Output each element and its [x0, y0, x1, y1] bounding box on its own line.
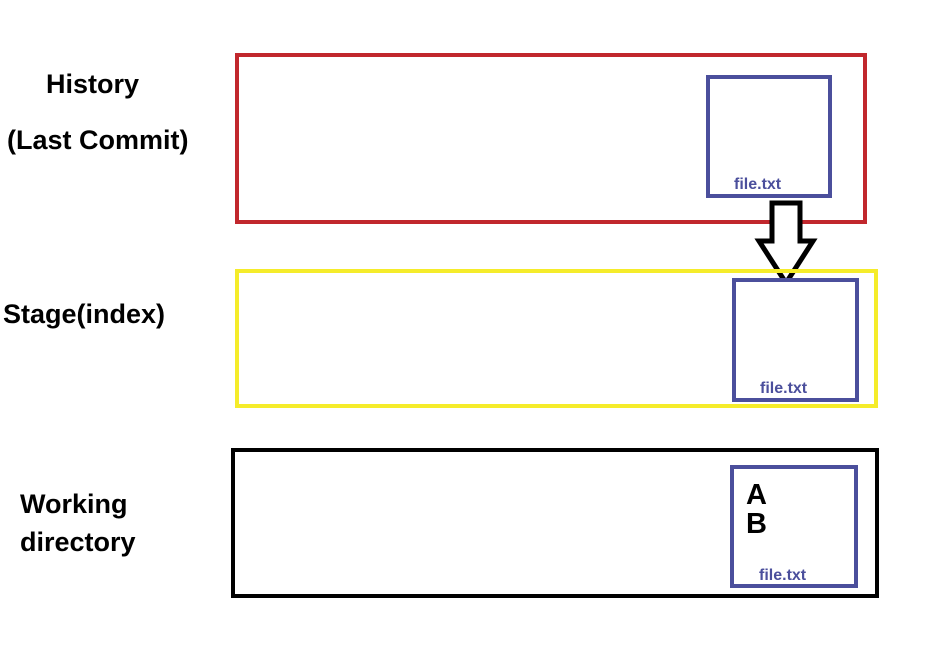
last-commit-label: (Last Commit) — [7, 125, 189, 155]
working-label: Working — [20, 489, 128, 519]
working-file-content: A B — [746, 481, 767, 539]
history-area — [235, 53, 867, 224]
file-line-a: A — [746, 479, 767, 511]
stage-label: Stage(index) — [3, 299, 166, 329]
stage-file-box: file.txt — [732, 278, 859, 402]
down-arrow-icon — [754, 200, 818, 288]
working-directory-area — [231, 448, 879, 598]
history-file-box: file.txt — [706, 75, 832, 198]
working-file-name: file.txt — [759, 567, 807, 584]
history-file-name: file.txt — [734, 176, 782, 193]
working-file-box: A B file.txt — [730, 465, 858, 588]
history-label: History — [46, 69, 140, 99]
directory-label: directory — [20, 527, 136, 557]
stage-file-name: file.txt — [760, 380, 808, 397]
file-line-b: B — [746, 508, 767, 540]
stage-area — [235, 269, 878, 408]
